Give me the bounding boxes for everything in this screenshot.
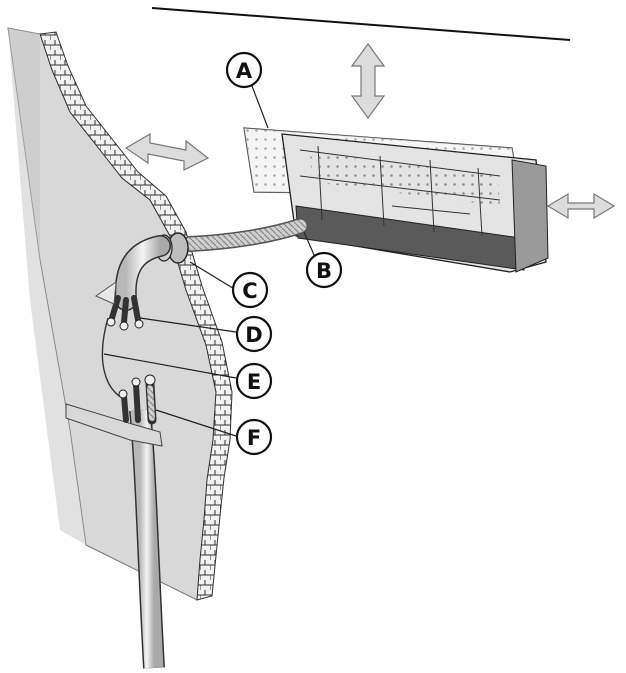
callout-b: B	[307, 253, 341, 287]
double-arrow-horizontal-right-icon	[548, 194, 614, 218]
indoor-unit	[244, 128, 548, 272]
callout-a: A	[227, 53, 261, 87]
callout-a-label: A	[236, 59, 253, 83]
callout-f: F	[237, 420, 271, 454]
callout-e: E	[237, 364, 271, 398]
callout-d: D	[237, 317, 271, 351]
ceiling-line	[152, 8, 570, 40]
callout-c: C	[233, 273, 267, 307]
callout-e-label: E	[247, 370, 261, 394]
callout-f-label: F	[247, 426, 261, 450]
double-arrow-vertical-icon	[352, 44, 384, 118]
double-arrow-horizontal-left-icon	[126, 134, 208, 170]
callout-d-label: D	[245, 323, 262, 347]
callout-b-label: B	[316, 259, 332, 283]
wall-cutaway	[8, 28, 232, 600]
callout-c-label: C	[242, 279, 257, 303]
